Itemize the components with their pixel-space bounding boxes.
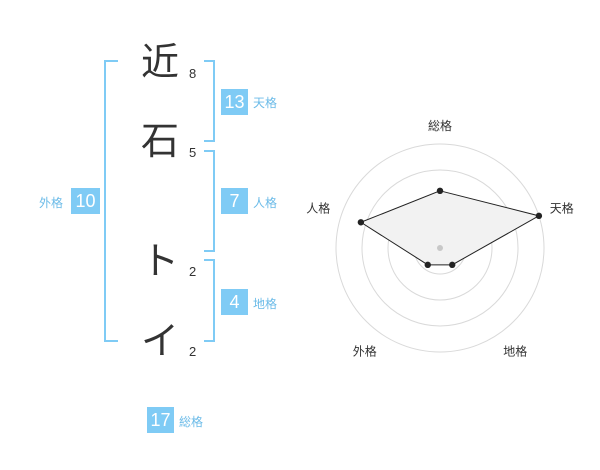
radar-ring bbox=[335, 143, 545, 353]
soukaku-label: 総格 bbox=[179, 415, 204, 429]
radar-outline bbox=[359, 190, 541, 266]
radar-axis-label: 地格 bbox=[503, 344, 527, 359]
radar-points bbox=[357, 187, 543, 269]
stroke-count-3: 2 bbox=[189, 264, 197, 279]
gaikaku-label: 外格 bbox=[39, 196, 64, 210]
jinkaku-bracket bbox=[204, 150, 215, 252]
tenkaku-label: 天格 bbox=[253, 96, 278, 110]
radar-area bbox=[360, 190, 539, 265]
tenkaku-value: 13 bbox=[221, 89, 248, 115]
radar-ring bbox=[361, 169, 519, 327]
radar-axis-label: 人格 bbox=[306, 200, 330, 215]
tenkaku-bracket bbox=[204, 60, 215, 142]
radar-point-2 bbox=[535, 212, 543, 220]
stroke-count-1: 8 bbox=[189, 66, 197, 81]
jinkaku-value: 7 bbox=[221, 188, 248, 214]
gaikaku-value: 10 bbox=[71, 188, 100, 214]
radar-axis-label: 総格 bbox=[428, 118, 452, 133]
name-char-3: ト bbox=[140, 239, 179, 283]
radar-point-5 bbox=[357, 219, 365, 226]
soukaku-value: 17 bbox=[147, 407, 174, 433]
radar-axis-label: 天格 bbox=[550, 200, 574, 215]
jinkaku-label: 人格 bbox=[253, 196, 278, 210]
chikaku-bracket bbox=[204, 259, 215, 342]
chikaku-value: 4 bbox=[221, 289, 248, 315]
radar-axis-label: 外格 bbox=[353, 344, 377, 359]
radar-center-dot bbox=[437, 245, 443, 251]
stroke-count-2: 5 bbox=[189, 145, 197, 160]
chikaku-label: 地格 bbox=[253, 297, 278, 311]
radar-point-1 bbox=[436, 187, 444, 194]
radar-point-4 bbox=[424, 261, 431, 269]
name-char-4: イ bbox=[140, 319, 179, 363]
radar-point-3 bbox=[449, 261, 456, 269]
gaikaku-bracket bbox=[104, 60, 118, 342]
name-char-2: 石 bbox=[140, 119, 179, 163]
name-char-1: 近 bbox=[140, 40, 179, 84]
stroke-count-4: 2 bbox=[189, 344, 197, 359]
